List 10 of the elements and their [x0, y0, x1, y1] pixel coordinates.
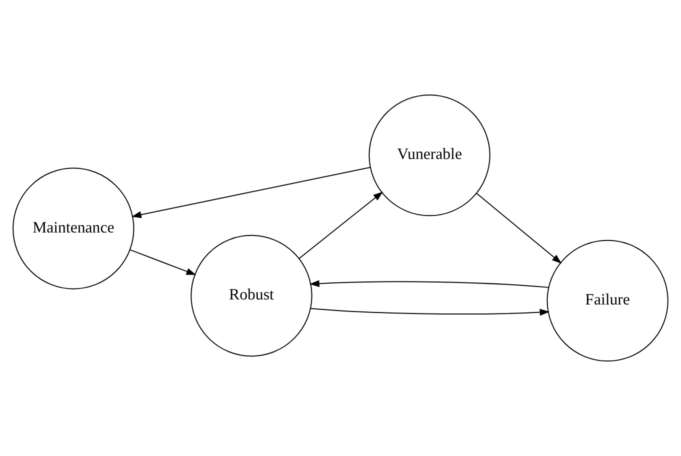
arrow	[309, 280, 550, 288]
arrow	[131, 166, 371, 218]
arrow	[476, 193, 562, 264]
node-circle: Vunerable	[368, 94, 490, 216]
arrow	[310, 308, 550, 316]
node-circle: Robust	[190, 234, 312, 357]
node-circle: Maintenance	[12, 168, 134, 290]
arrow	[298, 192, 384, 259]
node-circle: Failure	[546, 240, 668, 362]
arrow	[130, 249, 196, 276]
